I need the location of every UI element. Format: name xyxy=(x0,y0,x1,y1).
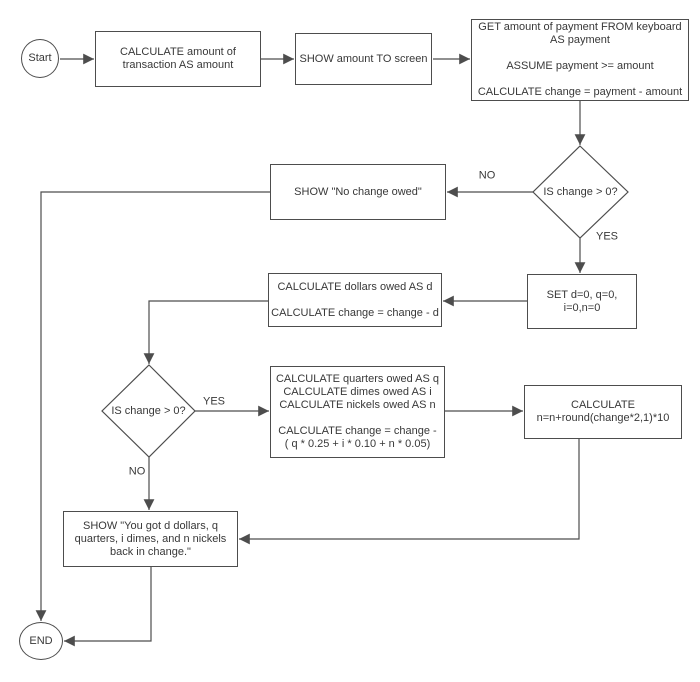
get-payment-label: GET amount of payment FROM keyboard AS p… xyxy=(477,21,683,98)
decision1-label: IS change > 0? xyxy=(543,185,618,198)
edge-label-no-2: NO xyxy=(128,465,146,478)
end-label: END xyxy=(29,634,53,647)
edge-dollars-to-decision2 xyxy=(143,300,268,364)
dollars-owed-box: CALCULATE dollars owed AS d CALCULATE ch… xyxy=(268,273,442,327)
decision2-diamond-shape xyxy=(101,364,196,458)
edge-no-change-to-end xyxy=(35,191,270,621)
show-result-box: SHOW "You got d dollars, q quarters, i d… xyxy=(63,511,238,567)
set-counters-box: SET d=0, q=0, i=0,n=0 xyxy=(527,274,637,329)
decision1-diamond-shape xyxy=(532,145,629,239)
no-change-owed-box: SHOW "No change owed" xyxy=(270,164,446,220)
start-terminator: Start xyxy=(21,39,59,78)
edge-label-no-1: NO xyxy=(478,169,496,182)
decision1-diamond: IS change > 0? xyxy=(533,146,628,238)
set-counters-label: SET d=0, q=0, i=0,n=0 xyxy=(546,288,618,314)
show-amount-label: SHOW amount TO screen xyxy=(299,52,428,65)
decision2-diamond: IS change > 0? xyxy=(102,365,195,457)
no-change-owed-label: SHOW "No change owed" xyxy=(294,185,422,198)
decision2-label: IS change > 0? xyxy=(111,404,186,417)
edge-show-result-to-end xyxy=(64,567,152,647)
edge-calc-nickels-to-show-result xyxy=(239,439,580,545)
calc-amount-box: CALCULATE amount of transaction AS amoun… xyxy=(95,31,261,87)
calc-nickels-box: CALCULATE n=n+round(change*2,1)*10 xyxy=(524,385,682,439)
show-result-label: SHOW "You got d dollars, q quarters, i d… xyxy=(74,519,227,558)
calc-nickels-label: CALCULATE n=n+round(change*2,1)*10 xyxy=(536,399,670,424)
calc-amount-label: CALCULATE amount of transaction AS amoun… xyxy=(120,46,236,71)
edge-label-yes-1: YES xyxy=(595,230,619,243)
start-label: Start xyxy=(28,52,52,64)
coins-owed-label: CALCULATE quarters owed AS q CALCULATE d… xyxy=(275,373,440,450)
coins-owed-box: CALCULATE quarters owed AS q CALCULATE d… xyxy=(270,366,445,458)
edge-label-yes-2: YES xyxy=(202,395,226,408)
dollars-owed-label: CALCULATE dollars owed AS d CALCULATE ch… xyxy=(271,280,439,319)
show-amount-box: SHOW amount TO screen xyxy=(295,33,432,85)
get-payment-box: GET amount of payment FROM keyboard AS p… xyxy=(471,19,689,101)
end-terminator: END xyxy=(19,622,63,660)
